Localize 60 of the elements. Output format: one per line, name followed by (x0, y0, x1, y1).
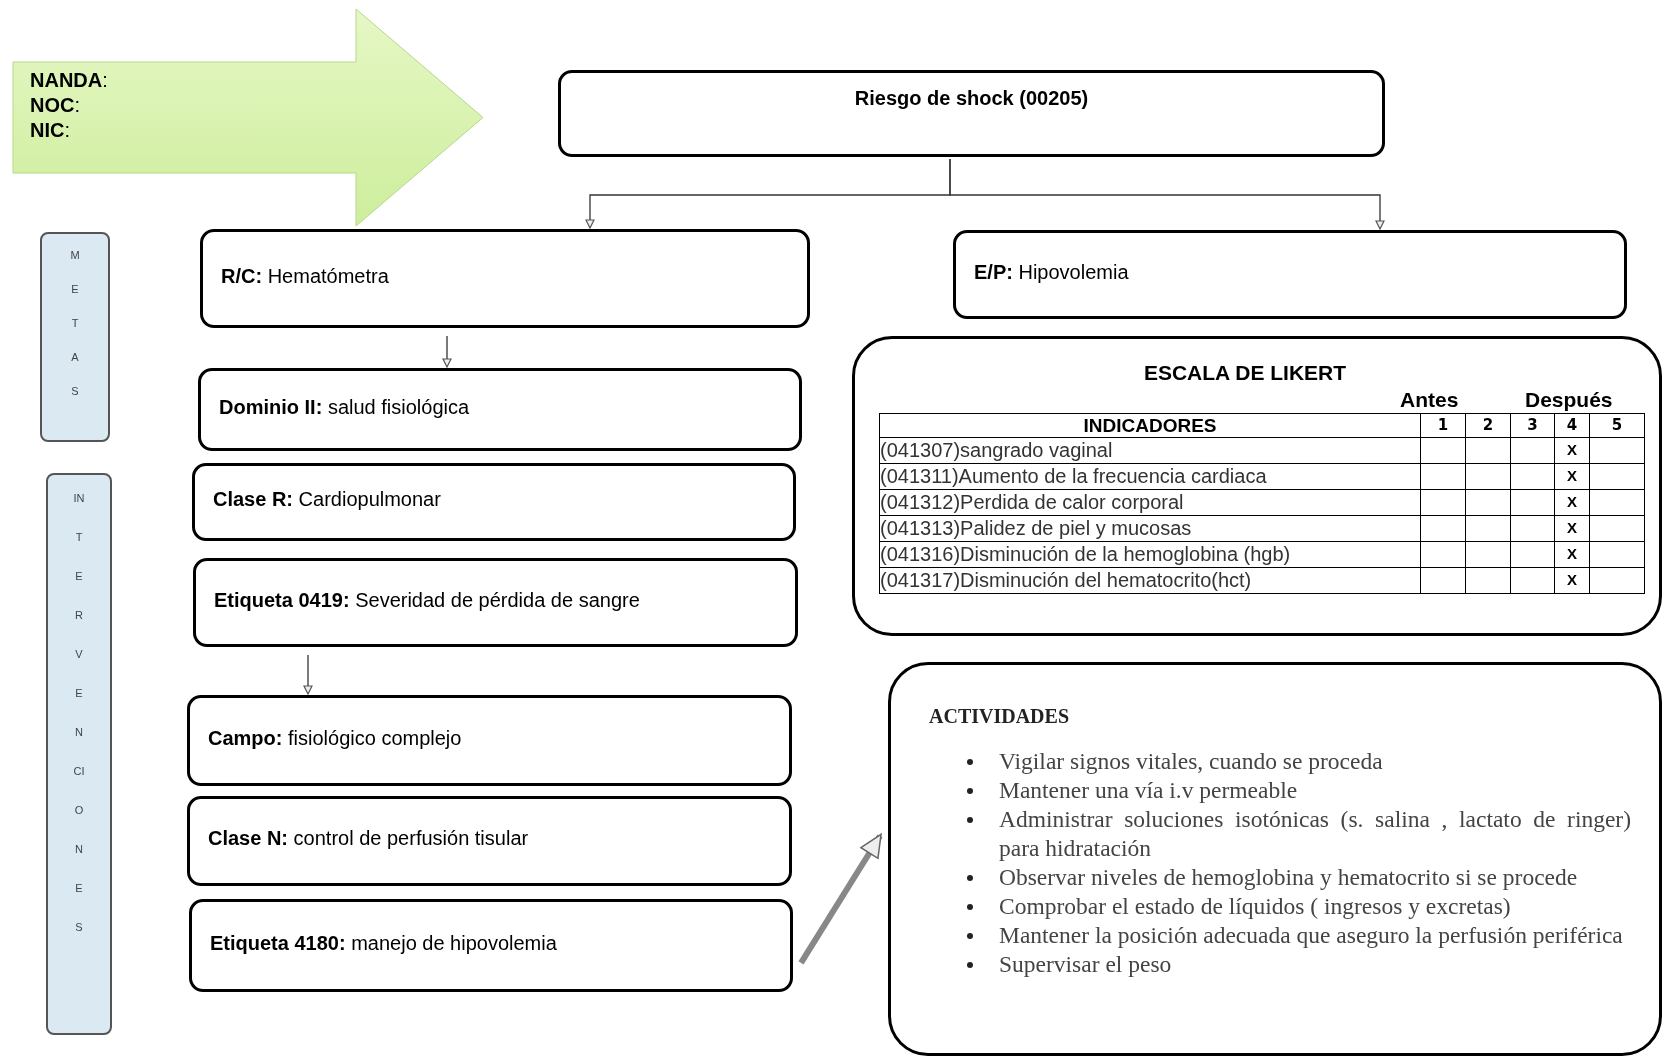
arrow (442, 335, 452, 368)
indicator-cell: (041312)Perdida de calor corporal (879, 489, 1421, 516)
process-box (953, 230, 1627, 319)
heading-label: NOC: (30, 93, 81, 118)
header-cell: 5 (1589, 413, 1645, 438)
indicator-cell: (041307)sangrado vaginal (879, 437, 1421, 464)
bullet-item: Mantener la posición adecuada que aseguro la perfusión periférica (999, 921, 1623, 950)
mark-cell: X (1554, 463, 1590, 490)
process-box (200, 229, 810, 328)
process-box (189, 899, 793, 992)
box-text: Campo: fisiológico complejo (208, 725, 462, 751)
indicator-cell: (041317)Disminución del hematocrito(hct) (879, 567, 1421, 594)
diagnosis-box (558, 70, 1385, 157)
mark-cell: X (1554, 567, 1590, 594)
mark-cell: X (1554, 541, 1590, 568)
diagnosis-text: Riesgo de shock (00205) (854, 86, 1089, 111)
panel-title: ACTIVIDADES (929, 704, 1071, 729)
header-cell: 1 (1420, 413, 1466, 438)
arrow (303, 654, 313, 695)
mark-cell: X (1554, 489, 1590, 516)
arrow (798, 833, 883, 965)
mark-cell: X (1554, 437, 1590, 464)
activities-panel (888, 662, 1662, 1056)
box-text: R/C: Hematómetra (221, 263, 389, 289)
bullet-item: Comprobar el estado de líquidos ( ingresos y excretas) (999, 892, 1511, 921)
vertical-text: INTERVENCIONES (73, 491, 85, 935)
process-box (187, 796, 792, 886)
side-panel (46, 473, 112, 1035)
process-box (187, 695, 792, 786)
box-text: Dominio II: salud fisiológica (219, 394, 470, 420)
header-cell: 2 (1465, 413, 1511, 438)
heading-label: NANDA: (30, 68, 108, 93)
bullet-item: Mantener una vía i.v permeable (999, 776, 1298, 805)
box-text: Etiqueta 4180: manejo de hipovolemia (210, 930, 557, 956)
indicator-cell: (041316)Disminución de la hemoglobina (hgb) (879, 541, 1421, 568)
process-box (192, 463, 796, 541)
process-box (193, 558, 798, 647)
vertical-text: METAS (69, 248, 81, 399)
box-text: E/P: Hipovolemia (974, 259, 1129, 285)
side-panel (40, 232, 110, 442)
scale-panel (852, 336, 1662, 636)
bullet-item: Administrar soluciones isotónicas (s. salina , lactato de ringer) para hidratación (999, 805, 1631, 863)
header-cell: 4 (1554, 413, 1590, 438)
bullet-item: Vigilar signos vitales, cuando se proceda (999, 747, 1383, 776)
column-group-label: Después (1525, 387, 1613, 413)
box-text: Clase N: control de perfusión tisular (208, 826, 529, 851)
box-text: Clase R: Cardiopulmonar (213, 487, 441, 512)
indicator-cell: (041311)Aumento de la frecuencia cardiaca (879, 463, 1421, 490)
heading-label: NIC: (30, 118, 71, 143)
bullet-item: Supervisar el peso (999, 950, 1172, 979)
column-group-label: Antes (1400, 387, 1459, 413)
box-text: Etiqueta 0419: Severidad de pérdida de sangre (214, 587, 640, 613)
process-box (198, 368, 802, 451)
header-cell: INDICADORES (879, 413, 1421, 438)
panel-title: ESCALA DE LIKERT (1143, 360, 1347, 386)
mark-cell: X (1554, 515, 1590, 542)
bullet-item: Observar niveles de hemoglobina y hematocrito si se procede (999, 863, 1578, 892)
header-cell: 3 (1510, 413, 1555, 438)
indicator-cell: (041313)Palidez de piel y mucosas (879, 515, 1421, 542)
arrow (949, 158, 1385, 230)
